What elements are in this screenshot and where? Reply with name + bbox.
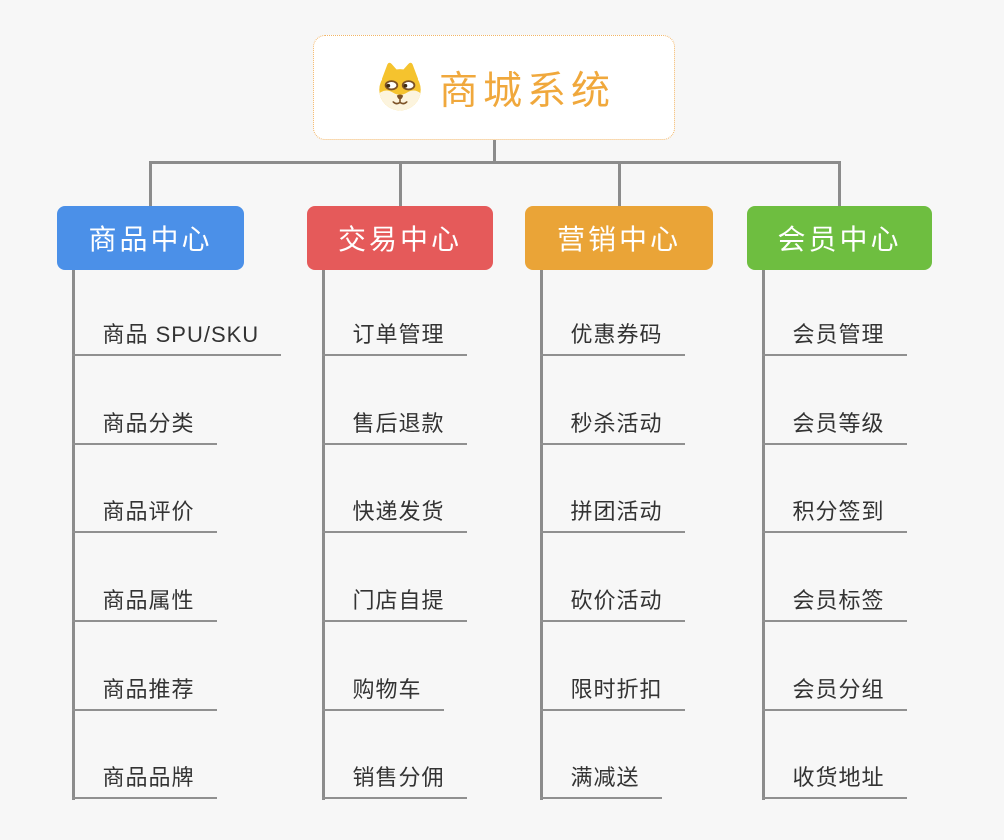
sub-item-node[interactable]: 商品分类 (71, 411, 217, 445)
branch-label: 商品中心 (88, 224, 213, 255)
sub-item-label: 限时折扣 (570, 677, 663, 702)
sub-item-node[interactable]: 销售分佣 (321, 765, 467, 799)
sub-item-node[interactable]: 商品推荐 (71, 677, 217, 711)
sub-item-label: 商品分类 (102, 411, 195, 436)
sub-item-node[interactable]: 秒杀活动 (539, 411, 685, 445)
sub-item-label: 会员标签 (792, 588, 885, 613)
connector-branch-trunk (321, 270, 325, 800)
sub-item-label: 商品 SPU/SKU (102, 322, 260, 347)
sub-item-node[interactable]: 购物车 (321, 677, 444, 711)
root-node[interactable]: 商城系统 (313, 35, 675, 140)
sub-item-label: 满减送 (570, 765, 640, 790)
sub-item-node[interactable]: 商品属性 (71, 588, 217, 622)
sub-item-node[interactable]: 限时折扣 (539, 677, 685, 711)
sub-item-label: 快递发货 (352, 499, 445, 524)
sub-item-node[interactable]: 商品 SPU/SKU (71, 322, 282, 356)
sub-item-node[interactable]: 快递发货 (321, 499, 467, 533)
branch-node-1[interactable]: 商品中心 (57, 206, 244, 270)
sub-item-node[interactable]: 会员标签 (761, 588, 907, 622)
sub-item-node[interactable]: 售后退款 (321, 411, 467, 445)
sub-item-label: 拼团活动 (570, 499, 663, 524)
connector-branch-trunk (539, 270, 543, 800)
sub-item-node[interactable]: 会员管理 (761, 322, 907, 356)
sub-item-label: 商品推荐 (102, 677, 195, 702)
sub-item-node[interactable]: 商品评价 (71, 499, 217, 533)
sub-item-label: 购物车 (352, 677, 422, 702)
branch-label: 交易中心 (337, 224, 462, 255)
sub-item-label: 商品评价 (102, 499, 195, 524)
dog-face-icon (379, 62, 421, 110)
connector-branch-drop (838, 161, 841, 208)
sub-item-label: 会员等级 (792, 411, 885, 436)
connector-branch-drop (149, 161, 152, 208)
branch-label: 会员中心 (777, 224, 902, 255)
sub-item-label: 销售分佣 (352, 765, 445, 790)
sub-item-label: 商品品牌 (102, 765, 195, 790)
sub-item-label: 优惠券码 (570, 322, 663, 347)
sub-item-node[interactable]: 积分签到 (761, 499, 907, 533)
connector-branch-drop (398, 161, 402, 208)
sub-item-label: 商品属性 (102, 588, 195, 613)
branch-node-3[interactable]: 营销中心 (525, 206, 713, 270)
sub-item-label: 门店自提 (352, 588, 445, 613)
sub-item-label: 砍价活动 (570, 588, 663, 613)
connector-branch-drop (617, 161, 621, 208)
sub-item-label: 会员管理 (792, 322, 885, 347)
sub-item-node[interactable]: 砍价活动 (539, 588, 685, 622)
connector-root-stub (493, 140, 496, 163)
sub-item-label: 售后退款 (352, 411, 445, 436)
sub-item-label: 收货地址 (792, 765, 885, 790)
sub-item-node[interactable]: 拼团活动 (539, 499, 685, 533)
branch-label: 营销中心 (556, 224, 681, 255)
sub-item-label: 积分签到 (792, 499, 885, 524)
sub-item-label: 会员分组 (792, 677, 885, 702)
sub-item-node[interactable]: 会员等级 (761, 411, 907, 445)
sub-item-node[interactable]: 收货地址 (761, 765, 907, 799)
root-title: 商城系统 (438, 69, 615, 113)
sub-item-node[interactable]: 会员分组 (761, 677, 907, 711)
branch-node-4[interactable]: 会员中心 (747, 206, 932, 270)
sub-item-node[interactable]: 商品品牌 (71, 765, 217, 799)
connector-branch-trunk (761, 270, 765, 800)
sub-item-label: 秒杀活动 (570, 411, 663, 436)
sub-item-label: 订单管理 (352, 322, 445, 347)
connector-branch-trunk (71, 270, 75, 800)
sub-item-node[interactable]: 订单管理 (321, 322, 467, 356)
sub-item-node[interactable]: 门店自提 (321, 588, 467, 622)
sub-item-node[interactable]: 优惠券码 (539, 322, 685, 356)
sub-item-node[interactable]: 满减送 (539, 765, 662, 799)
connector-horizontal (149, 161, 841, 164)
branch-node-2[interactable]: 交易中心 (307, 206, 493, 270)
